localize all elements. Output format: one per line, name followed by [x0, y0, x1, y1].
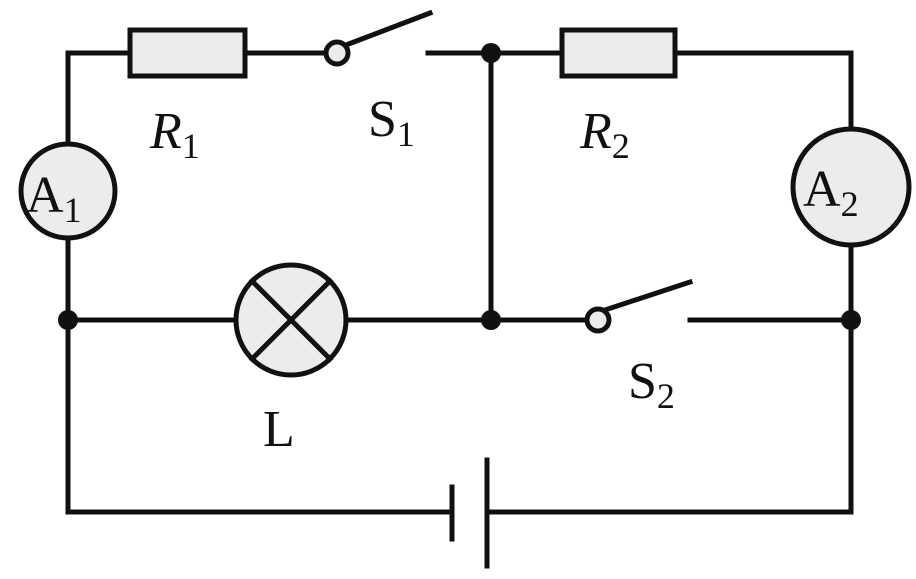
label-a2-letter: A: [803, 161, 841, 218]
switch-s1: [323, 9, 434, 67]
switch-s1-pivot: [323, 39, 351, 67]
label-s1: S1: [368, 91, 415, 154]
label-a1-letter: A: [26, 167, 64, 224]
label-a2-sub: 2: [841, 184, 859, 224]
resistor-r1: [127, 27, 248, 79]
label-r2-letter: R: [579, 103, 612, 160]
switch-s2-pivot: [584, 306, 612, 334]
label-r1: R1: [149, 103, 200, 166]
label-a1: A1: [26, 167, 82, 230]
junction-mid-center: [481, 310, 501, 330]
ammeter-a1: [18, 141, 118, 241]
wires: [65, 50, 854, 515]
label-r2-sub: 2: [612, 126, 630, 166]
label-a1-sub: 1: [64, 190, 82, 230]
ammeter-a2: [790, 126, 912, 248]
label-s2-letter: S: [628, 353, 657, 410]
junction-mid-right: [841, 310, 861, 330]
label-r1-letter: R: [149, 103, 182, 160]
switch-s2: [584, 278, 694, 334]
junction-mid-left: [58, 310, 78, 330]
resistor-r2: [559, 27, 678, 79]
battery: [449, 457, 490, 569]
label-s2-sub: 2: [657, 376, 675, 416]
lamp-cross-2: [248, 277, 334, 363]
lamp-l: [233, 262, 349, 378]
label-r2: R2: [579, 103, 630, 166]
label-s1-letter: S: [368, 91, 397, 148]
label-s2: S2: [628, 353, 675, 416]
label-r1-sub: 1: [182, 126, 200, 166]
label-lamp: L: [263, 401, 295, 458]
label-s1-sub: 1: [397, 114, 415, 154]
switch-s2-blade: [601, 278, 694, 314]
switch-s1-blade: [342, 9, 434, 49]
junction-top-middle: [481, 43, 501, 63]
label-a2: A2: [803, 161, 859, 224]
